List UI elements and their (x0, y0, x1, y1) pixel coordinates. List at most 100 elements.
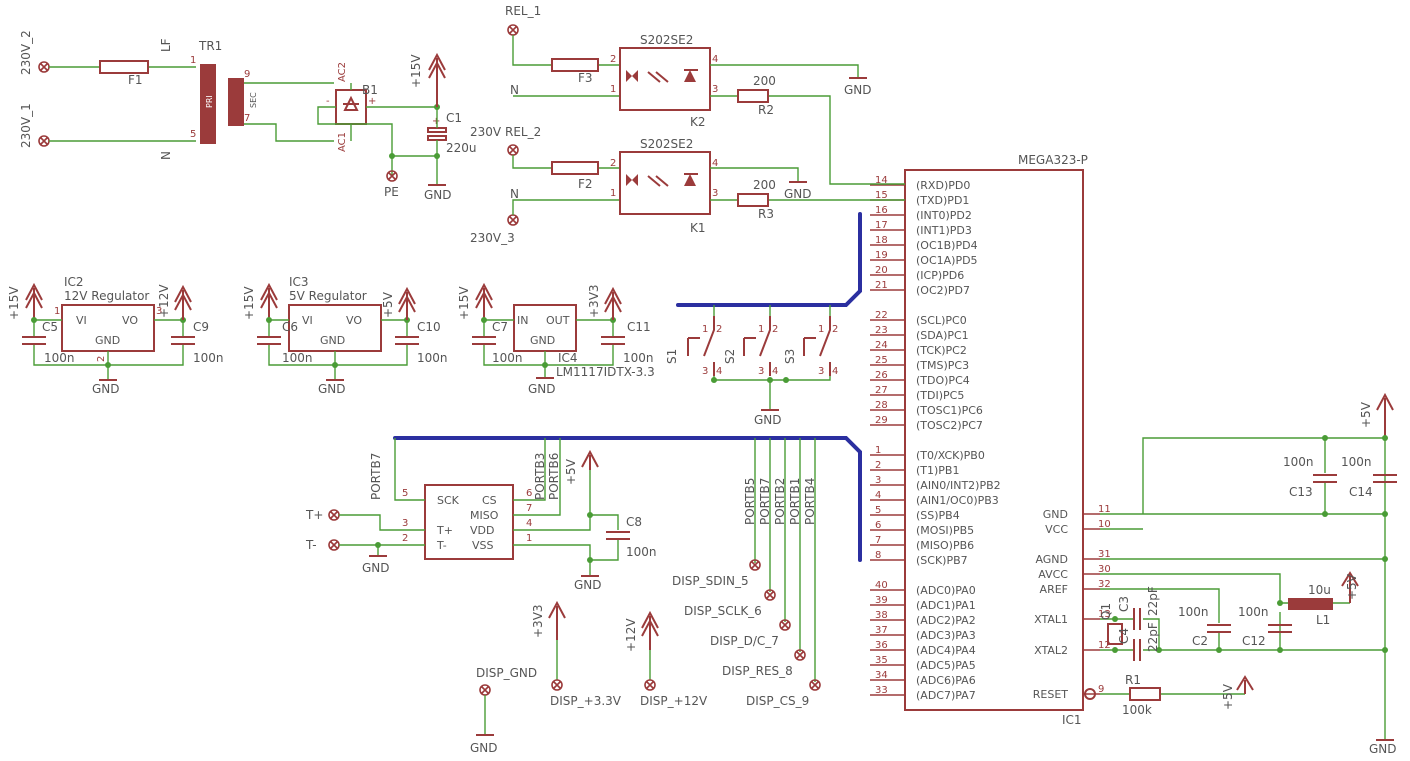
mcu-pin-number: 12 (1098, 640, 1111, 651)
resistor-r2 (737, 89, 769, 103)
svg-text:IC2: IC2 (64, 275, 84, 289)
svg-text:22pF: 22pF (1146, 622, 1160, 652)
relays: REL_1 F3 N S202SE2 K2 2 1 4 3 GND 200 R2… (470, 4, 905, 245)
svg-text:IC3: IC3 (289, 275, 309, 289)
pad-rel1 (507, 24, 519, 36)
svg-text:100n: 100n (44, 351, 75, 365)
svg-text:+3V3: +3V3 (531, 604, 545, 638)
svg-text:6: 6 (526, 488, 532, 499)
svg-text:T+: T+ (305, 508, 323, 522)
svg-text:VDD: VDD (470, 524, 494, 537)
svg-text:GND: GND (1369, 742, 1397, 756)
svg-text:PORTB6: PORTB6 (547, 453, 561, 500)
switch-s2: 1 2 3 4 S2 (723, 316, 778, 377)
svg-text:+5V: +5V (1345, 573, 1359, 600)
mcu-pin-number: 23 (875, 325, 888, 336)
fuse-f2 (551, 161, 599, 175)
svg-text:Q1: Q1 (1099, 603, 1113, 620)
mcu-pin-number: 38 (875, 610, 888, 621)
mcu-pin-number: 14 (875, 175, 888, 186)
mcu-pin-label: (TOSC1)PC6 (916, 404, 983, 417)
mcu-pin-label: (TDO)PC4 (916, 374, 970, 387)
svg-text:100n: 100n (1283, 455, 1314, 469)
mcu-pin-number: 7 (875, 535, 881, 546)
svg-text:1: 1 (54, 306, 60, 317)
svg-text:3: 3 (156, 306, 162, 317)
pad-pe (386, 170, 398, 182)
svg-text:+5V: +5V (381, 291, 395, 318)
svg-text:2: 2 (610, 158, 616, 169)
mcu-pin-number: 34 (875, 670, 888, 681)
svg-text:VO: VO (122, 314, 138, 327)
mcu-pin-number: 25 (875, 355, 888, 366)
svg-text:L1: L1 (1316, 613, 1330, 627)
svg-text:C11: C11 (627, 320, 651, 334)
mcu-pin-label: XTAL2 (1034, 644, 1068, 657)
pad-230v-1 (38, 135, 50, 147)
mcu-pin-label: (SDA)PC1 (916, 329, 969, 342)
svg-text:DISP_+12V: DISP_+12V (640, 694, 708, 708)
svg-text:K2: K2 (690, 115, 706, 129)
svg-text:7: 7 (526, 503, 532, 514)
svg-text:230V_3: 230V_3 (470, 231, 515, 245)
label-b1: B1 (362, 83, 378, 97)
analog-section: +5V 100n 100n C13 C14 100n 100n C2 C12 1… (1084, 392, 1397, 756)
svg-text:T-: T- (436, 539, 447, 552)
svg-text:3: 3 (818, 366, 824, 377)
mcu-pin-number: 2 (875, 460, 881, 471)
svg-text:PORTB7: PORTB7 (758, 478, 772, 525)
label-sec: SEC (249, 92, 258, 108)
svg-text:C10: C10 (417, 320, 441, 334)
label-tr1: TR1 (198, 39, 222, 53)
mcu-pin-number: 19 (875, 250, 888, 261)
mcu-pin-label: (TDI)PC5 (916, 389, 964, 402)
svg-text:3: 3 (702, 366, 708, 377)
svg-text:LM1117IDTX-3.3: LM1117IDTX-3.3 (556, 365, 655, 379)
svg-text:100n: 100n (623, 351, 654, 365)
temp-sensor: SCK CS MISO T+ VDD T- VSS 5 3 2 6 7 4 1 … (305, 438, 657, 592)
svg-text:200: 200 (753, 178, 776, 192)
svg-text:220u: 220u (446, 141, 477, 155)
svg-text:GND: GND (784, 187, 812, 201)
mcu-pin-label: AVCC (1038, 568, 1068, 581)
label-f1: F1 (128, 73, 143, 87)
svg-text:C13: C13 (1289, 485, 1313, 499)
supply-plus15v-arrow (428, 52, 446, 107)
regulators: +15V IC2 12V Regulator VI VO GND 1 3 2 +… (7, 275, 655, 396)
svg-text:PORTB1: PORTB1 (788, 478, 802, 525)
svg-text:VI: VI (76, 314, 87, 327)
sensor-chip (424, 484, 514, 560)
pad-disp-cs (809, 679, 821, 691)
mcu-pin-label: AREF (1040, 583, 1068, 596)
svg-text:IN: IN (517, 314, 528, 327)
switches: 1 2 3 4 S1 1 2 3 4 S2 1 2 3 4 S3 GND (665, 305, 838, 427)
svg-text:5: 5 (402, 488, 408, 499)
svg-text:+12V: +12V (157, 284, 171, 318)
pad-disp-dc (779, 619, 791, 631)
svg-text:4: 4 (526, 518, 532, 529)
svg-text:GND: GND (470, 741, 498, 755)
mcu-pin-number: 27 (875, 385, 888, 396)
svg-text:+12V: +12V (624, 618, 638, 652)
svg-text:+5V: +5V (564, 458, 578, 485)
mcu-pin-number: 5 (875, 505, 881, 516)
cap-c1 (427, 127, 447, 133)
svg-text:1: 1 (190, 55, 196, 66)
mcu-pin-label: (AIN0/INT2)PB2 (916, 479, 1001, 492)
svg-text:10u: 10u (1308, 583, 1331, 597)
svg-text:DISP_+3.3V: DISP_+3.3V (550, 694, 622, 708)
mcu-pin-number: 21 (875, 280, 888, 291)
svg-text:1: 1 (818, 324, 824, 335)
mcu-pin-number: 32 (1098, 579, 1111, 590)
svg-text:GND: GND (530, 334, 555, 347)
mcu-pin-number: 35 (875, 655, 888, 666)
svg-text:2: 2 (96, 356, 107, 362)
svg-text:DISP_SDIN_5: DISP_SDIN_5 (672, 574, 749, 588)
svg-text:-: - (326, 96, 330, 107)
mcu-pin-number: 22 (875, 310, 888, 321)
mcu-pin-label: (ADC0)PA0 (916, 584, 976, 597)
svg-text:AC1: AC1 (337, 132, 348, 152)
fuse-f3 (551, 58, 599, 72)
svg-text:1: 1 (758, 324, 764, 335)
label-n: N (159, 151, 173, 160)
